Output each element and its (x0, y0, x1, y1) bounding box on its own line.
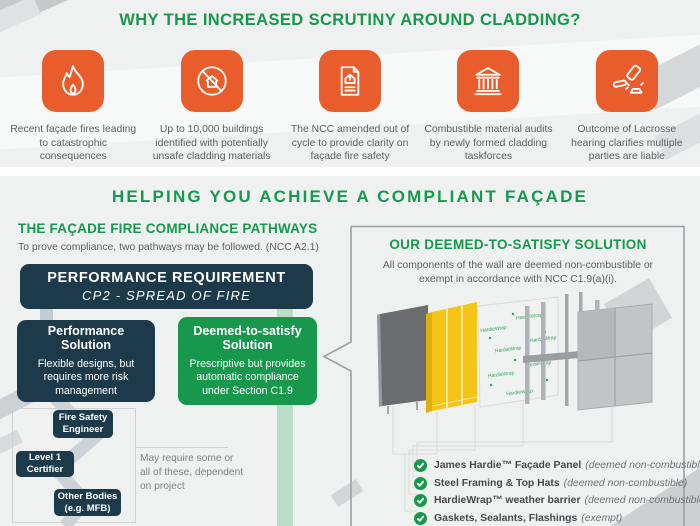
no-building-icon (180, 50, 243, 112)
item-status: (deemed non-combustible) (585, 460, 700, 471)
item-status: (deemed non-combustible) (584, 495, 700, 506)
performance-solution-desc: Flexible designs, but requires more risk… (37, 357, 135, 397)
checklist-item-facade-panel: James Hardie™ Façade Panel (deemed non-c… (414, 459, 700, 472)
wall-layer-weather-barrier: HardieWrap HardieWrap HardieWrap HardieW… (477, 296, 559, 408)
chip-label: Other Bodies (e.g. MFB) (57, 490, 118, 514)
wall-layer-internal-lining (377, 305, 428, 414)
reason-lacrosse: Outcome of Lacrosse hearing clarifies mu… (558, 50, 696, 164)
dts-solution-title: Deemed-to-satisfy Solution (193, 323, 302, 353)
body-fire-safety-engineer: Fire Safety Engineer (53, 410, 113, 438)
requirement-subtitle: CP2 - SPREAD OF FIRE (82, 288, 251, 303)
reason-caption: Up to 10,000 buildings identified with p… (152, 124, 271, 163)
reason-facade-fires: Recent façade fires leading to catastrop… (4, 50, 142, 164)
compliance-checklist: James Hardie™ Façade Panel (deemed non-c… (414, 459, 700, 526)
flame-icon (42, 50, 105, 112)
check-icon (414, 494, 427, 507)
bodies-frame (12, 408, 136, 523)
item-name: HardieWrap™ weather barrier (434, 495, 581, 506)
item-status: (deemed non-combustible) (563, 477, 688, 489)
performance-requirement-box: PERFORMANCE REQUIREMENT CP2 - SPREAD OF … (20, 264, 313, 309)
requirement-title: PERFORMANCE REQUIREMENT (47, 270, 286, 286)
institution-icon (457, 50, 520, 112)
wall-layer-insulation (426, 302, 478, 413)
wrap-brand-text: HardieWrap (506, 388, 533, 397)
pathways-heading: THE FAÇADE FIRE COMPLIANCE PATHWAYS (18, 221, 318, 236)
gavel-icon (595, 50, 658, 112)
chip-label: Fire Safety Engineer (58, 412, 108, 435)
performance-solution-box: Performance Solution Flexible designs, b… (17, 320, 155, 402)
solution-panel-subtitle: All components of the wall are deemed no… (382, 260, 654, 285)
leader-lines (392, 402, 613, 512)
reasons-row: Recent façade fires leading to catastrop… (4, 50, 696, 164)
document-alert-icon (319, 50, 382, 112)
reason-caption: The NCC amended out of cycle to provide … (290, 124, 410, 163)
bodies-note: May require some or all of these, depend… (140, 453, 244, 492)
connector-gray (40, 308, 53, 321)
section2-title: HELPING YOU ACHIEVE A COMPLIANT FAÇADE (111, 187, 589, 206)
chip-label: Level 1 Certifier (26, 452, 64, 475)
reason-caption: Outcome of Lacrosse hearing clarifies mu… (571, 124, 683, 163)
dts-solution-desc: Prescriptive but provides automatic comp… (189, 357, 306, 397)
wrap-brand-text: HardieWrap (480, 325, 507, 334)
reason-ncc-amended: The NCC amended out of cycle to provide … (281, 50, 419, 164)
body-other-bodies: Other Bodies (e.g. MFB) (54, 489, 121, 516)
exploded-wall-diagram: HardieWrap HardieWrap HardieWrap HardieW… (377, 292, 653, 512)
check-icon (414, 459, 427, 472)
reason-caption: Combustible material audits by newly for… (424, 124, 553, 163)
pathways-subheading: To prove compliance, two pathways may be… (18, 242, 319, 253)
body-level1-certifier: Level 1 Certifier (16, 451, 74, 477)
solution-panel-border (322, 225, 685, 526)
checklist-item-hardiewrap: HardieWrap™ weather barrier (deemed non-… (414, 494, 700, 507)
wall-layer-facade-panels (577, 303, 653, 411)
section1-title: WHY THE INCREASED SCRUTINY AROUND CLADDI… (119, 11, 581, 29)
item-name: James Hardie™ Façade Panel (434, 460, 582, 471)
checklist-item-gaskets: Gaskets, Sealants, Flashings (exempt) (414, 511, 700, 525)
item-name: Gaskets, Sealants, Flashings (434, 512, 578, 524)
performance-solution-title: Performance Solution (47, 323, 125, 353)
note-divider-line (136, 447, 228, 448)
dts-solution-box: Deemed-to-satisfy Solution Prescriptive … (178, 317, 317, 405)
reason-unsafe-buildings: Up to 10,000 buildings identified with p… (142, 50, 280, 164)
check-icon (414, 476, 427, 490)
item-status: (exempt) (581, 512, 623, 524)
wrap-brand-text: HardieWrap (488, 370, 515, 379)
reason-caption: Recent façade fires leading to catastrop… (10, 124, 137, 163)
wrap-brand-text: HardieWrap (495, 345, 522, 354)
item-name: Steel Framing & Top Hats (434, 477, 560, 489)
solution-panel-title: OUR DEEMED-TO-SATISFY SOLUTION (389, 237, 647, 252)
check-icon (414, 511, 427, 525)
reason-audits: Combustible material audits by newly for… (419, 50, 557, 164)
checklist-item-steel-framing: Steel Framing & Top Hats (deemed non-com… (414, 476, 700, 490)
section-divider (0, 167, 700, 176)
wrap-brand-text: HardieWrap (525, 360, 552, 369)
